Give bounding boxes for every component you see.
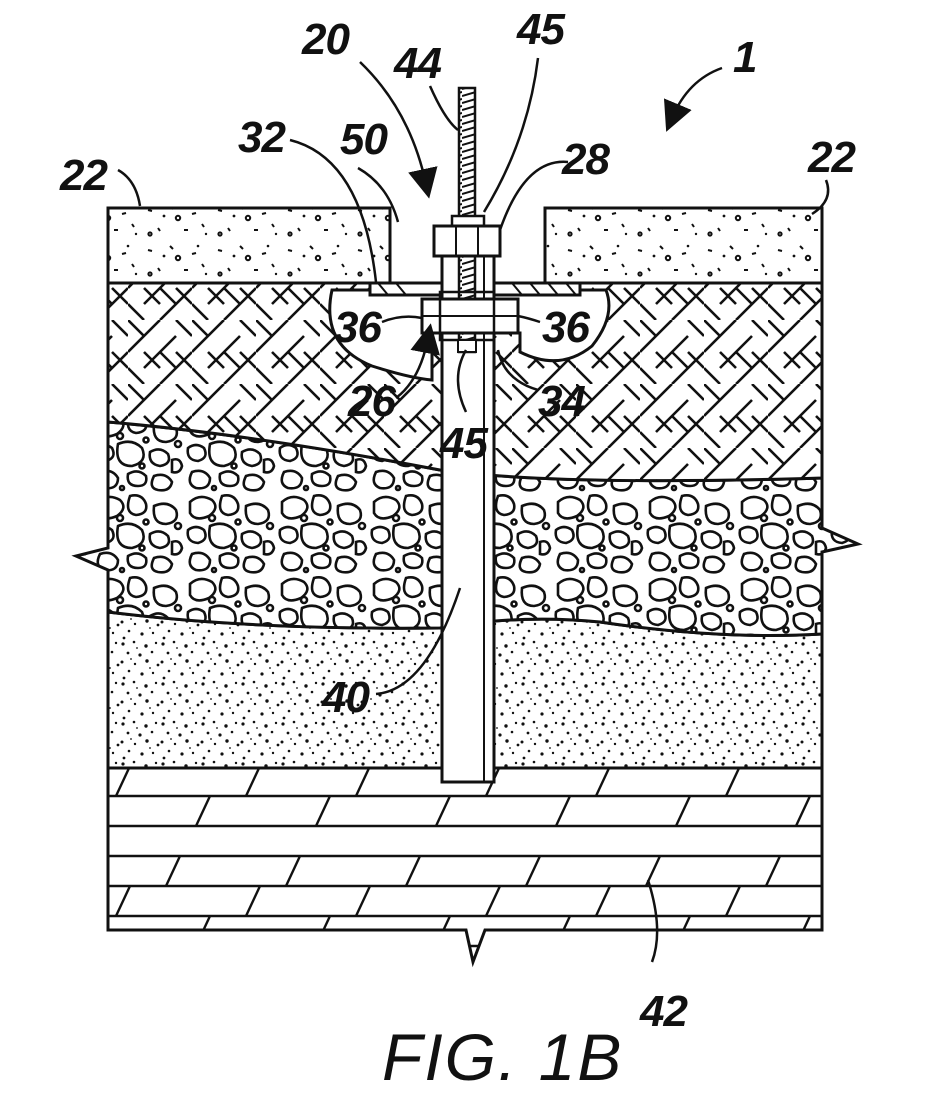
label-26: 26 (347, 377, 396, 426)
label-22-right: 22 (807, 133, 856, 182)
bottom-nut (458, 340, 476, 352)
label-40: 40 (321, 673, 370, 722)
label-32: 32 (238, 113, 286, 162)
label-1: 1 (733, 33, 756, 82)
label-36-right: 36 (542, 303, 590, 352)
concrete-slab-right (545, 208, 822, 283)
figure-caption: FIG. 1B (382, 1020, 623, 1094)
label-45-top: 45 (516, 5, 565, 54)
concrete-slab-left (108, 208, 390, 283)
label-44: 44 (393, 39, 441, 88)
label-45-mid: 45 (439, 419, 488, 468)
label-20: 20 (301, 15, 350, 64)
label-28: 28 (561, 135, 610, 184)
upper-nut (434, 226, 500, 256)
label-50: 50 (340, 115, 388, 164)
label-42: 42 (639, 987, 688, 1036)
label-34: 34 (538, 377, 585, 426)
bedrock-layer (108, 768, 822, 962)
label-22-left: 22 (59, 151, 108, 200)
label-36-left: 36 (334, 303, 382, 352)
